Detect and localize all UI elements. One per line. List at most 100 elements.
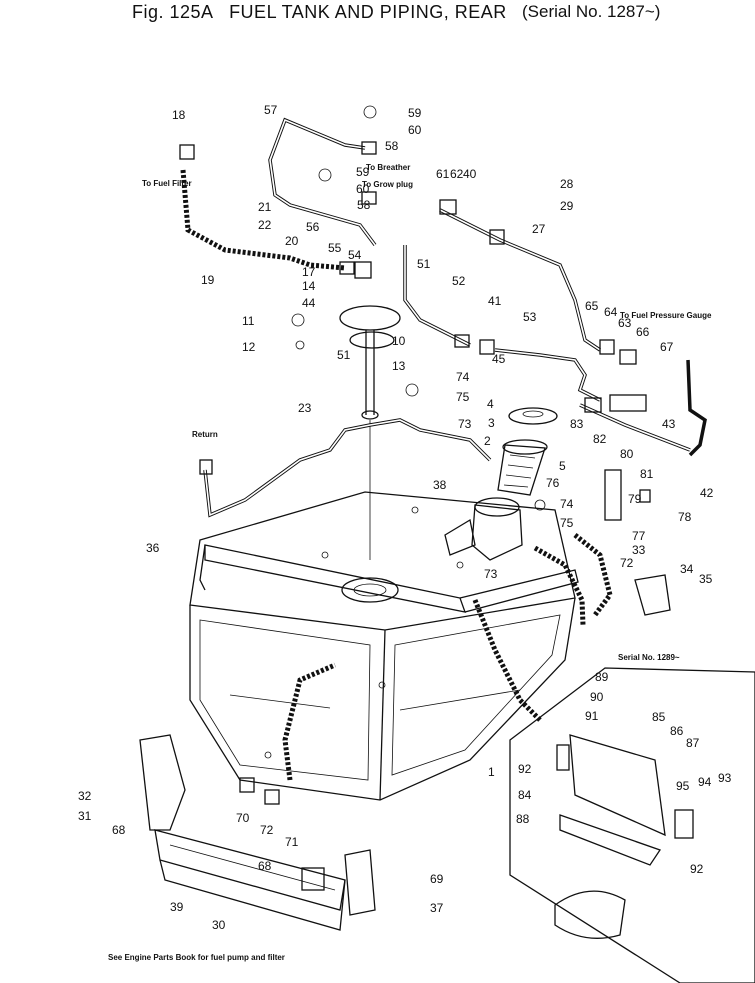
callout-32: 32: [78, 789, 92, 803]
figure-number: Fig. 125A: [132, 2, 214, 22]
callout-1: 1: [488, 765, 495, 779]
callout-52: 52: [452, 274, 466, 288]
callout-33: 33: [632, 543, 646, 557]
callout-88: 88: [516, 812, 530, 826]
callout-86: 86: [670, 724, 684, 738]
callout-84: 84: [518, 788, 532, 802]
callout-82: 82: [593, 432, 607, 446]
callout-13: 13: [392, 359, 406, 373]
note-to-fuel-filter: To Fuel Filter: [142, 179, 192, 188]
callout-54: 54: [348, 248, 362, 262]
callout-81: 81: [640, 467, 654, 481]
callout-36: 36: [146, 541, 160, 555]
bracket-assembly: [139, 734, 376, 931]
callout-4: 4: [487, 397, 494, 411]
callout-58: 58: [357, 198, 371, 212]
callout-17: 17: [302, 265, 316, 279]
callout-40: 40: [463, 167, 477, 181]
callout-85: 85: [652, 710, 666, 724]
figure-title: Fig. 125A FUEL TANK AND PIPING, REAR: [132, 2, 507, 23]
callout-62: 62: [450, 167, 464, 181]
serial-range: (Serial No. 1287~): [522, 2, 661, 21]
callout-90: 90: [590, 690, 604, 704]
callout-95: 95: [676, 779, 690, 793]
callout-71: 71: [285, 835, 299, 849]
suction-flange: [339, 305, 401, 560]
callout-28: 28: [560, 177, 574, 191]
callout-91: 91: [585, 709, 599, 723]
callout-92: 92: [518, 762, 532, 776]
callout-76: 76: [546, 476, 560, 490]
callout-75: 75: [560, 516, 574, 530]
callout-94: 94: [698, 775, 712, 789]
inset-detail: [509, 667, 755, 983]
callout-27: 27: [532, 222, 546, 236]
callout-79: 79: [628, 492, 642, 506]
callout-68: 68: [258, 859, 272, 873]
callout-72: 72: [620, 556, 634, 570]
callout-37: 37: [430, 901, 444, 915]
callout-93: 93: [718, 771, 732, 785]
callout-59: 59: [408, 106, 422, 120]
filler-neck: [444, 497, 523, 561]
callout-61: 61: [436, 167, 450, 181]
callout-44: 44: [302, 296, 316, 310]
callout-19: 19: [201, 273, 215, 287]
fittings: [179, 105, 671, 805]
tank-band: [199, 544, 579, 613]
callout-18: 18: [172, 108, 186, 122]
callout-21: 21: [258, 200, 272, 214]
callout-57: 57: [264, 103, 278, 117]
callout-66: 66: [636, 325, 650, 339]
callout-30: 30: [212, 918, 226, 932]
callout-74: 74: [456, 370, 470, 384]
figure-heading: FUEL TANK AND PIPING, REAR: [229, 2, 507, 22]
callout-42: 42: [700, 486, 714, 500]
callout-70: 70: [236, 811, 250, 825]
note-serial-1289: Serial No. 1289~: [618, 653, 680, 662]
callout-64: 64: [604, 305, 618, 319]
callout-38: 38: [433, 478, 447, 492]
callout-80: 80: [620, 447, 634, 461]
note-to-grow-plug: To Grow plug: [362, 180, 413, 189]
callout-78: 78: [678, 510, 692, 524]
callout-23: 23: [298, 401, 312, 415]
callout-56: 56: [306, 220, 320, 234]
callout-68: 68: [112, 823, 126, 837]
note-to-breather: To Breather: [366, 163, 410, 172]
callout-35: 35: [699, 572, 713, 586]
callout-53: 53: [523, 310, 537, 324]
callout-51: 51: [417, 257, 431, 271]
callout-43: 43: [662, 417, 676, 431]
callout-10: 10: [392, 334, 406, 348]
callout-87: 87: [686, 736, 700, 750]
callout-77: 77: [632, 529, 646, 543]
callout-22: 22: [258, 218, 272, 232]
callout-41: 41: [488, 294, 502, 308]
hoses: [180, 169, 613, 781]
callout-14: 14: [302, 279, 316, 293]
callout-39: 39: [170, 900, 184, 914]
callout-11: 11: [242, 314, 255, 328]
callout-58: 58: [385, 139, 399, 153]
callout-59: 59: [356, 165, 370, 179]
callout-63: 63: [618, 316, 632, 330]
note-engine-parts-book: See Engine Parts Book for fuel pump and …: [108, 953, 285, 962]
callout-5: 5: [559, 459, 566, 473]
callout-83: 83: [570, 417, 584, 431]
fuel-tank: [189, 491, 576, 801]
callout-60: 60: [356, 182, 370, 196]
callout-51: 51: [337, 348, 351, 362]
callout-45: 45: [492, 352, 506, 366]
callout-74: 74: [560, 497, 574, 511]
callout-31: 31: [78, 809, 92, 823]
callout-65: 65: [585, 299, 599, 313]
callout-55: 55: [328, 241, 342, 255]
callout-67: 67: [660, 340, 674, 354]
callout-72: 72: [260, 823, 274, 837]
callout-89: 89: [595, 670, 609, 684]
callout-75: 75: [456, 390, 470, 404]
strainer: [497, 407, 558, 496]
